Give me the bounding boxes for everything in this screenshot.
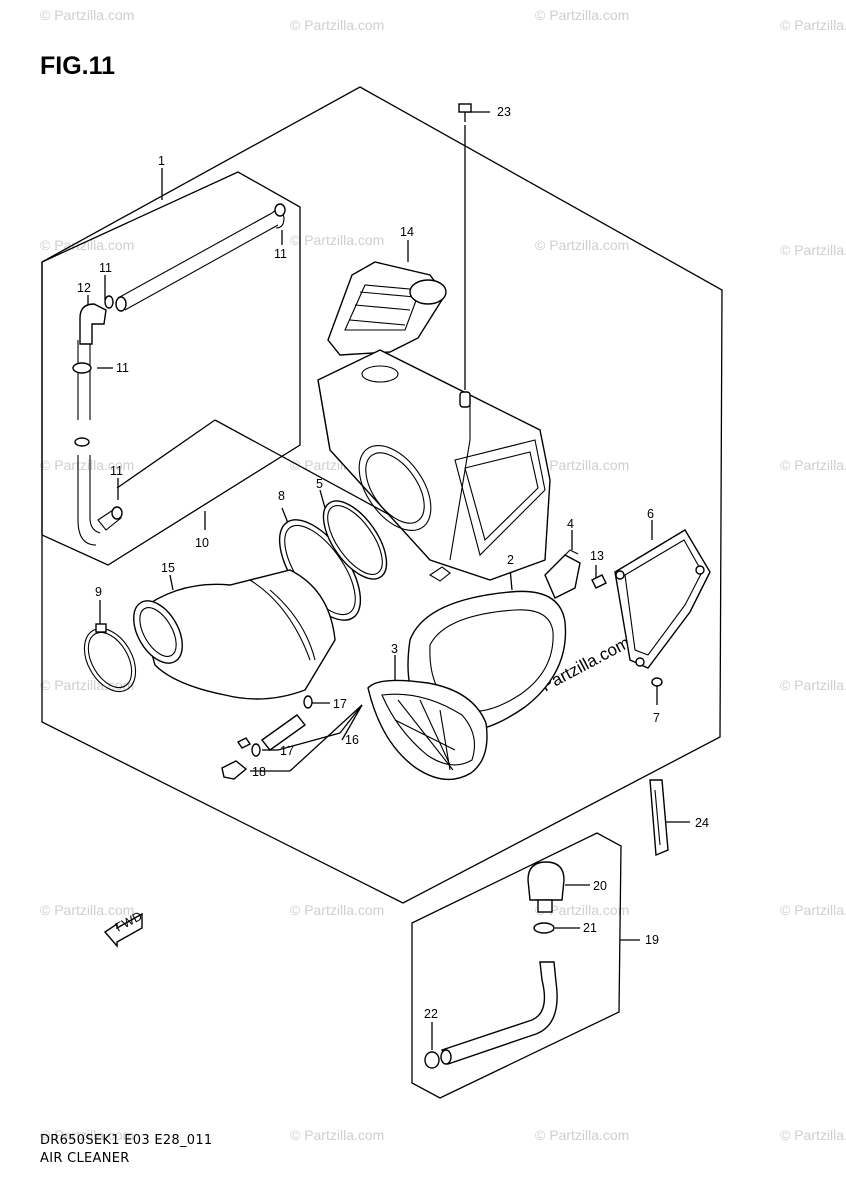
callout-19: 19: [645, 933, 659, 947]
watermark: © Partzilla.com: [780, 17, 846, 33]
callout-17b: 17: [280, 744, 294, 758]
callout-22: 22: [424, 1007, 438, 1021]
callout-3: 3: [391, 642, 398, 656]
callout-11b: 11: [99, 261, 112, 275]
watermark: © Partzilla.com: [40, 7, 134, 23]
callout-17a: 17: [333, 697, 347, 711]
callout-4: 4: [567, 517, 574, 531]
watermark: © Partzilla.com: [535, 902, 629, 918]
part-drain-hose: [440, 961, 558, 1065]
watermark: © Partzilla.com: [290, 902, 384, 918]
callout-5: 5: [316, 477, 323, 491]
watermark: © Partzilla.com: [780, 902, 846, 918]
watermark: © Partzilla.com: [535, 1127, 629, 1143]
drain-kit-box: [411, 832, 622, 1099]
callout-13: 13: [590, 549, 604, 563]
part-outlet-tube-15: [133, 569, 336, 700]
part-screw-7: [651, 677, 663, 687]
callout-11c: 11: [116, 361, 129, 375]
callout-6: 6: [647, 507, 654, 521]
callout-11a: 11: [274, 247, 287, 261]
callout-8: 8: [278, 489, 285, 503]
figure-code: DR650SEK1 E03 E28_011: [40, 1133, 213, 1148]
hose-kit-box: [41, 171, 301, 566]
part-clamp: [72, 203, 286, 520]
part-drain-20: [527, 861, 565, 913]
callout-12: 12: [77, 281, 91, 295]
part-strap-24: [649, 779, 669, 857]
callout-15: 15: [161, 561, 175, 575]
watermark: © Partzilla.com: [290, 232, 384, 248]
callouts: 1 2 3 4 5 6 7 8 9 10 11 11 11 11 12 13 1…: [77, 105, 709, 1021]
callout-21: 21: [583, 921, 597, 935]
callout-11d: 11: [110, 464, 123, 478]
callout-9: 9: [95, 585, 102, 599]
part-gasket-5: [322, 500, 388, 580]
figure-name: AIR CLEANER: [40, 1151, 130, 1166]
callout-20: 20: [593, 879, 607, 893]
callout-16: 16: [345, 733, 359, 747]
watermark: © Partzilla.com: [780, 242, 846, 258]
part-hose-16: [260, 714, 307, 751]
part-clamps-17: [251, 695, 313, 757]
part-clamp-21: [533, 922, 555, 934]
callout-7: 7: [653, 711, 660, 725]
forward-arrow-icon: FWD: [103, 909, 145, 948]
part-bolt-23: [458, 103, 472, 122]
watermark: © Partzilla.com: [535, 457, 629, 473]
part-clamp-22: [424, 1051, 440, 1069]
watermarks: © Partzilla.com © Partzilla.com © Partzi…: [40, 7, 846, 1143]
watermark: © Partzilla.com: [290, 1127, 384, 1143]
callout-18: 18: [252, 765, 266, 779]
watermark: © Partzilla.com: [40, 902, 134, 918]
part-clamp-9: [83, 623, 137, 692]
callout-2: 2: [507, 553, 514, 567]
watermark: © Partzilla.com: [780, 677, 846, 693]
watermark: © Partzilla.com: [40, 237, 134, 253]
part-plug-18: [221, 737, 252, 780]
figure-title: FIG.11: [40, 52, 116, 80]
callout-23: 23: [497, 105, 511, 119]
watermark: © Partzilla.com: [780, 1127, 846, 1143]
part-cover-6: [614, 529, 711, 669]
callout-1: 1: [158, 154, 165, 168]
callout-10: 10: [195, 536, 209, 550]
callout-14: 14: [400, 225, 414, 239]
part-inlet-duct-14: [327, 261, 447, 356]
part-bolt-13: [591, 574, 607, 589]
part-hose-pipe: [77, 209, 285, 546]
watermark: © Partzilla.com: [40, 1127, 134, 1143]
watermark: © Partzilla.com: [40, 677, 134, 693]
part-bracket-4: [544, 549, 581, 599]
callout-24: 24: [695, 816, 709, 830]
part-air-cleaner-case: [317, 349, 551, 582]
watermark: © Partzilla.com: [40, 457, 134, 473]
part-element-frame-3: [367, 679, 488, 781]
watermark: © Partzilla.com: [535, 7, 629, 23]
watermark: © Partzilla.com: [290, 17, 384, 33]
watermark: © Partzilla.com: [535, 237, 629, 253]
watermark: © Partzilla.com: [780, 457, 846, 473]
